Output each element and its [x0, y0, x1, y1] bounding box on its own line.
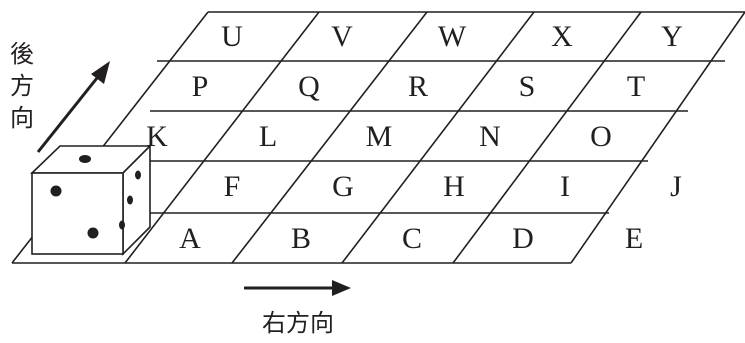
die-top-pip [79, 155, 91, 163]
cell-label-1-0: P [192, 70, 209, 103]
grid-line-v4 [452, 11, 642, 264]
back-direction-label-1: 後 [10, 40, 34, 68]
cell-label-3-1: G [332, 170, 354, 203]
cell-label-3-3: I [560, 170, 570, 203]
cell-label-0-0: U [221, 20, 243, 53]
die-front-pip [87, 227, 99, 239]
right-direction-label: 右方向 [262, 309, 334, 337]
cell-label-1-4: T [627, 70, 645, 103]
cell-label-0-4: Y [661, 20, 683, 53]
grid-line-v2 [231, 11, 428, 264]
die-front-face [31, 172, 124, 255]
grid-line-v1 [124, 11, 320, 264]
cell-label-0-2: W [438, 20, 467, 53]
die-side-pip [135, 170, 141, 180]
cell-label-0-1: V [331, 20, 353, 53]
cell-label-4-3: D [512, 222, 534, 255]
cell-label-2-3: N [479, 120, 501, 153]
cell-label-2-0: K [146, 120, 168, 153]
back-direction-label-2: 方 [10, 72, 34, 100]
cell-label-2-4: O [590, 120, 612, 153]
back-direction-label-3: 向 [10, 104, 34, 132]
cell-label-4-0: A [179, 222, 201, 255]
cell-label-4-4: E [625, 222, 643, 255]
cell-label-0-3: X [551, 20, 573, 53]
grid-line-v5 [570, 11, 745, 264]
grid-line-v3 [341, 11, 535, 264]
back-direction-arrow [36, 61, 110, 153]
cell-label-1-1: Q [298, 70, 320, 103]
cell-label-2-1: L [259, 120, 277, 153]
cell-label-3-4: J [670, 170, 682, 203]
cell-label-1-2: R [408, 70, 428, 103]
cell-label-2-2: M [366, 120, 393, 153]
die [30, 144, 152, 256]
right-direction-arrow [244, 280, 351, 296]
cell-label-3-2: H [443, 170, 465, 203]
cell-labels: U V W X Y P Q R S T K L M N O F G H I J A B C D E [146, 20, 683, 255]
die-side-pip [127, 195, 133, 205]
cell-label-4-1: B [291, 222, 311, 255]
die-side-pip [119, 220, 125, 230]
cell-label-1-3: S [519, 70, 536, 103]
die-front-pip [50, 185, 62, 197]
cell-label-3-0: F [224, 170, 241, 203]
cell-label-4-2: C [402, 222, 422, 255]
